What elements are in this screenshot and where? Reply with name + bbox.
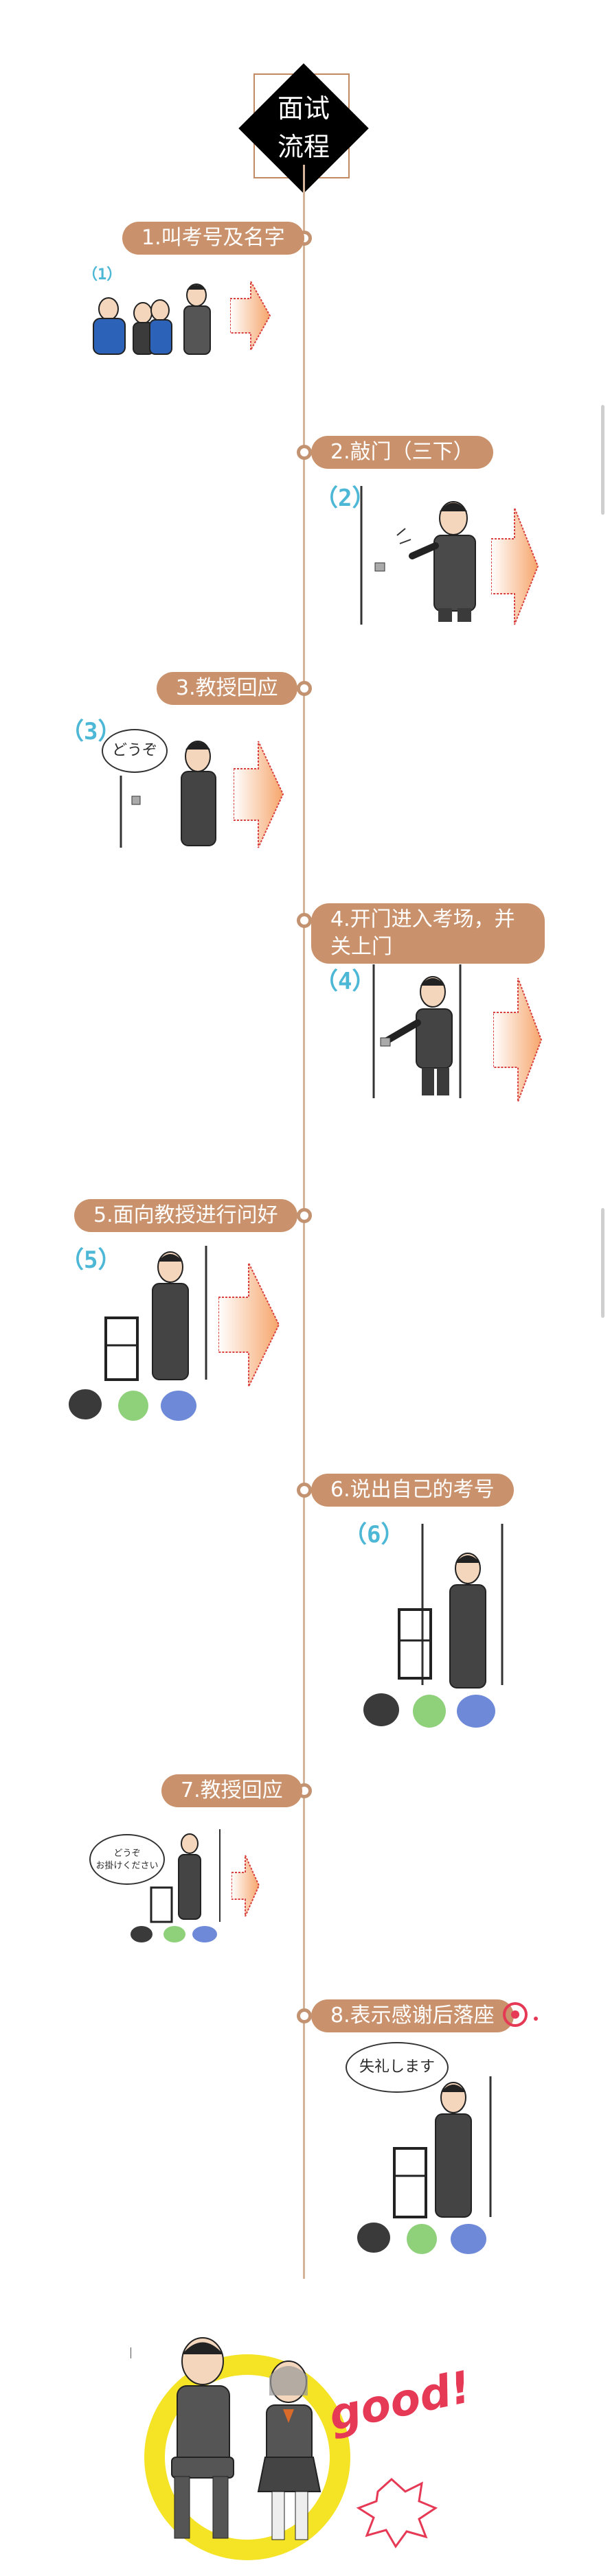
scene-5-arrow xyxy=(218,1262,280,1387)
ending-illustration xyxy=(131,2337,438,2560)
step-2-number: （2） xyxy=(315,485,376,512)
scene-1-arrow xyxy=(230,279,271,353)
bubble-line-1: どうぞ xyxy=(113,1848,141,1859)
waiting-students xyxy=(93,283,211,355)
page-title: 面试 流程 xyxy=(238,89,369,166)
step-4-label: 4.开门进入考场，并关上门 xyxy=(311,903,545,964)
shitsurei-speech-bubble: 失礼します xyxy=(346,2042,449,2093)
scrollbar-thumb-top[interactable] xyxy=(601,405,605,515)
step-7-label: 7.教授回应 xyxy=(161,1774,302,1807)
timeline-dot-3 xyxy=(297,681,312,696)
step-5-number: （5） xyxy=(60,1246,122,1274)
scene-4-illustration xyxy=(372,964,462,1098)
step-6-label: 6.说出自己的考号 xyxy=(311,1474,514,1507)
scene-3-arrow xyxy=(234,741,284,848)
step-4-number: （4） xyxy=(315,968,376,995)
timeline-dot-6 xyxy=(297,1483,312,1498)
scene-2-illustration xyxy=(360,486,476,625)
step-1-label: 1.叫考号及名字 xyxy=(122,222,304,255)
scrollbar-thumb-middle[interactable] xyxy=(601,1208,605,1318)
scene-7-arrow xyxy=(231,1855,260,1917)
timeline-dot-5 xyxy=(297,1208,312,1223)
title-badge: 面试 流程 xyxy=(238,63,369,194)
scene-6-illustration xyxy=(363,1524,504,1728)
step-5-label: 5.面向教授进行问好 xyxy=(74,1199,297,1232)
timeline-dot-8 xyxy=(297,2008,312,2023)
step-6-number: （6） xyxy=(343,1521,405,1548)
target-icon xyxy=(503,2002,538,2027)
please-sit-speech-bubble: どうぞ お掛けください xyxy=(89,1834,165,1885)
timeline-dot-2 xyxy=(297,445,312,460)
scene-2-arrow xyxy=(491,507,539,625)
douzo-speech-bubble: どうぞ xyxy=(102,729,168,773)
scene-5-illustration xyxy=(69,1246,207,1421)
step-3-label: 3.教授回应 xyxy=(157,672,297,705)
step-8-label: 8.表示感谢后落座 xyxy=(311,1999,514,2032)
scene-3-illustration xyxy=(120,741,216,848)
scene-1-illustration xyxy=(93,283,211,355)
scene-8-illustration xyxy=(357,2076,492,2254)
step-2-label: 2.敲门（三下） xyxy=(311,436,493,469)
step-1-number: （1） xyxy=(82,266,122,283)
title-line-1: 面试 xyxy=(277,93,330,124)
timeline-dot-4 xyxy=(297,913,312,928)
title-line-2: 流程 xyxy=(277,132,330,162)
scene-7-illustration xyxy=(131,1829,221,1942)
scene-4-arrow xyxy=(493,977,543,1102)
bubble-line-2: お掛けください xyxy=(95,1861,159,1871)
